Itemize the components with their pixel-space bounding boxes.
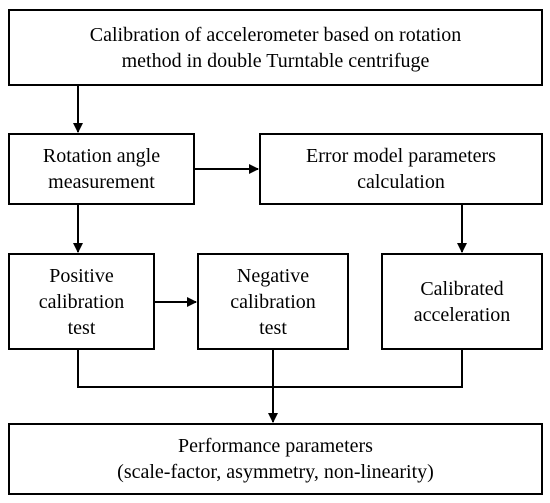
- node-positive-calibration-test: Positive calibration test: [8, 253, 155, 350]
- node-rotation-angle-measurement: Rotation angle measurement: [8, 133, 195, 205]
- node-text-line: calibration: [230, 290, 316, 313]
- node-calibrated-acceleration: Calibrated acceleration: [381, 253, 543, 350]
- node-negative-calibration-test: Negative calibration test: [197, 253, 349, 350]
- node-text-line: Error model parameters: [306, 145, 496, 167]
- node-text-line: test: [259, 316, 287, 339]
- node-text-line: (scale-factor, asymmetry, non-linearity): [117, 461, 434, 483]
- merge-line: [77, 350, 463, 388]
- node-text-line: test: [67, 316, 96, 339]
- node-text-line: Performance parameters: [178, 435, 373, 457]
- node-text-line: Calibration of accelerometer based on ro…: [89, 23, 462, 46]
- node-text-line: Positive: [49, 264, 114, 287]
- node-calibration-method: Calibration of accelerometer based on ro…: [8, 9, 543, 86]
- node-text-line: calculation: [357, 171, 445, 193]
- node-text-line: acceleration: [413, 303, 511, 326]
- node-text-line: calibration: [38, 290, 125, 313]
- node-text-line: Negative: [236, 264, 310, 287]
- node-text-line: Calibrated: [420, 277, 504, 300]
- node-text-line: measurement: [48, 171, 155, 193]
- node-text-line: Rotation angle: [42, 145, 161, 167]
- node-error-model: Error model parameters calculation: [259, 133, 543, 205]
- node-text-line: method in double Turntable centrifuge: [121, 49, 430, 72]
- node-performance-parameters: Performance parameters (scale-factor, as…: [8, 423, 543, 495]
